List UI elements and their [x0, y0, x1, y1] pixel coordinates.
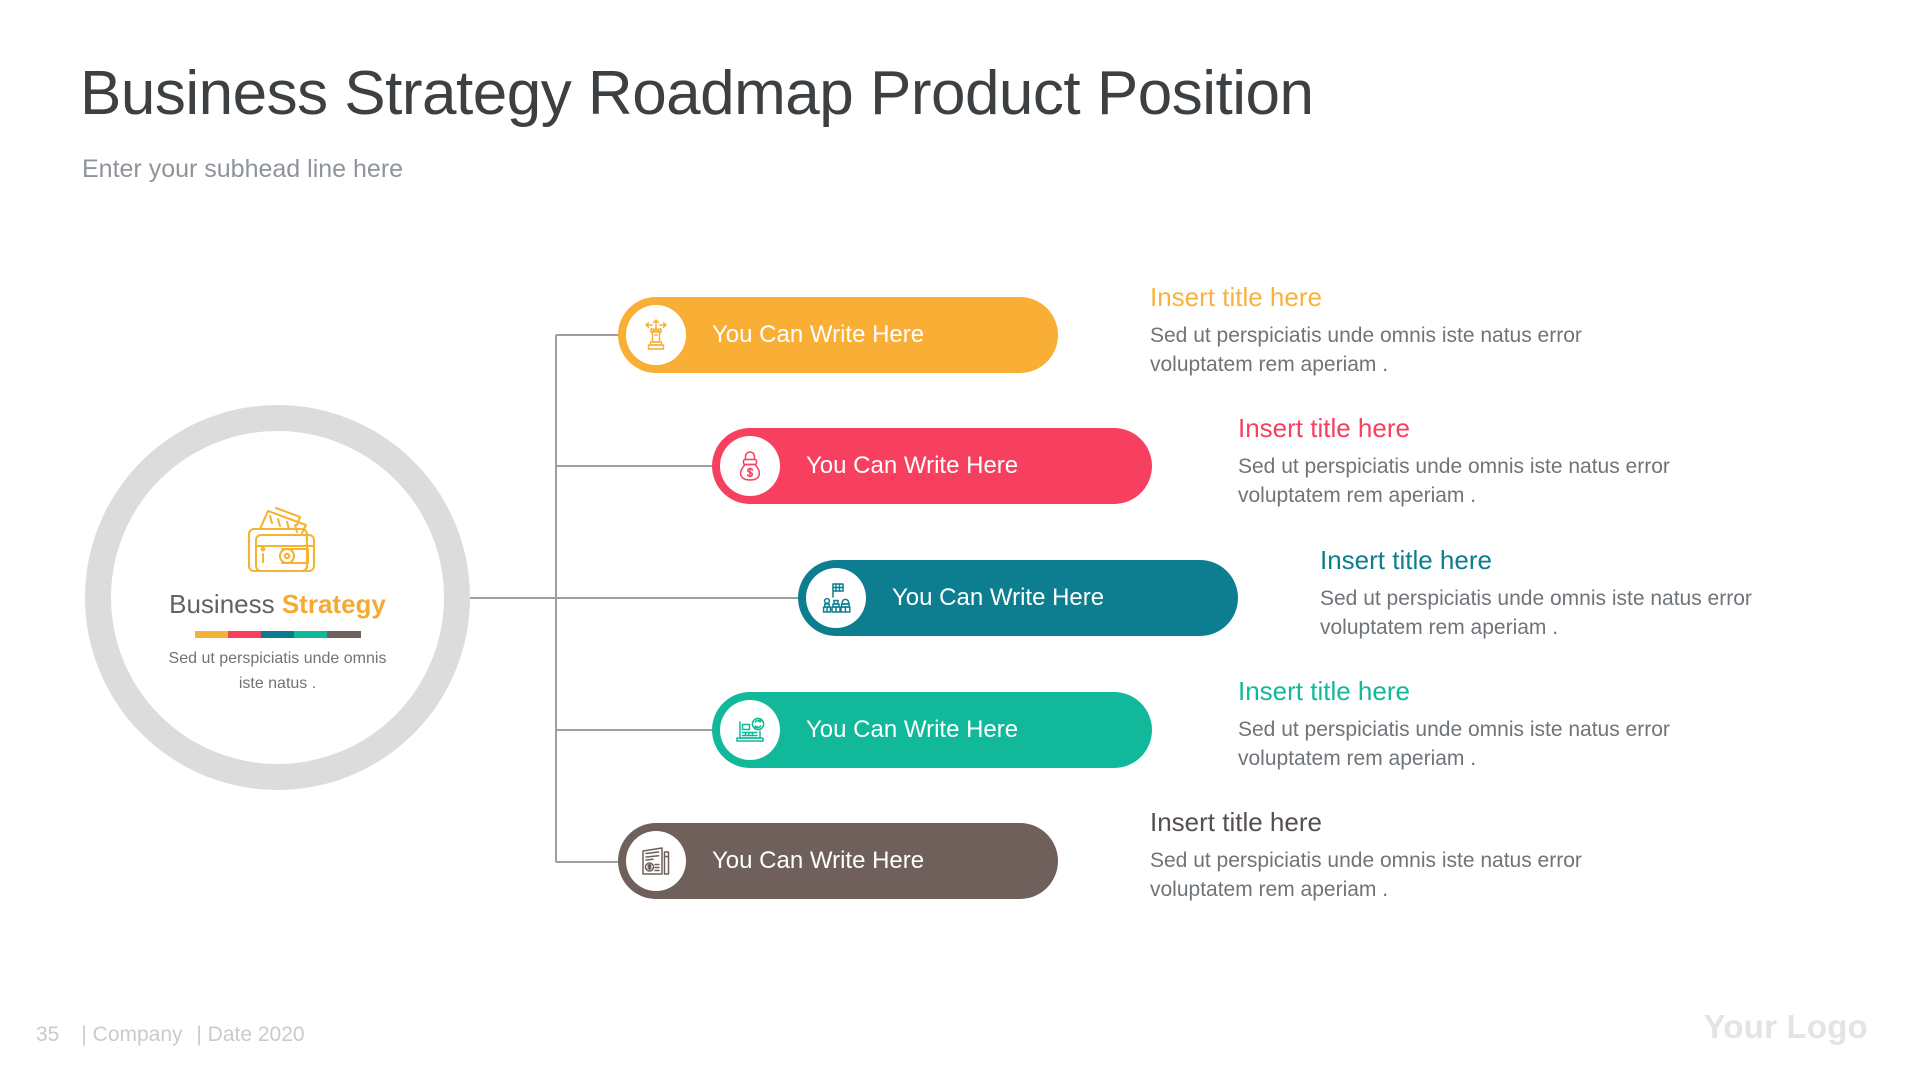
invoice-dollar-icon — [626, 831, 686, 891]
wallet-cash-icon — [232, 499, 324, 579]
pill-item-4[interactable]: You Can Write Here — [712, 692, 1152, 768]
footer-date: | Date 2020 — [196, 1023, 305, 1046]
description-body-3: Sed ut perspiciatis unde omnis iste natu… — [1320, 587, 1752, 639]
hub-description: Sed ut perspiciatis unde omnis iste natu… — [168, 649, 387, 692]
hub-circle: Business Strategy Sed ut perspiciatis un… — [85, 405, 470, 790]
hub-bar-seg-5 — [327, 630, 361, 638]
description-title-5: Insert title here — [1150, 807, 1322, 837]
footer-page-number: 35 — [36, 1023, 60, 1046]
laptop-refresh-icon — [720, 700, 780, 760]
logo-placeholder: Your Logo — [1703, 1008, 1868, 1045]
description-1: Insert title here Sed ut perspiciatis un… — [1150, 282, 1680, 380]
description-4: Insert title here Sed ut perspiciatis un… — [1238, 676, 1768, 774]
hub-bar-seg-2 — [227, 630, 261, 638]
description-2: Insert title here Sed ut perspiciatis un… — [1238, 413, 1768, 511]
hub-label-plain: Business — [169, 588, 282, 619]
description-body-2: Sed ut perspiciatis unde omnis iste natu… — [1238, 455, 1670, 507]
footer: 35 | Company | Date 2020 — [36, 1023, 305, 1047]
description-title-3: Insert title here — [1320, 545, 1492, 575]
hub-bar-seg-4 — [294, 630, 328, 638]
description-body-1: Sed ut perspiciatis unde omnis iste natu… — [1150, 324, 1582, 376]
hub-bar-seg-1 — [194, 630, 228, 638]
pill-label-5: You Can Write Here — [712, 847, 925, 874]
pill-item-3[interactable]: You Can Write Here — [798, 560, 1238, 636]
description-title-1: Insert title here — [1150, 282, 1322, 312]
pill-label-3: You Can Write Here — [892, 584, 1105, 611]
description-title-2: Insert title here — [1238, 413, 1410, 443]
description-5: Insert title here Sed ut perspiciatis un… — [1150, 807, 1680, 905]
pill-label-4: You Can Write Here — [806, 716, 1019, 743]
pill-item-2[interactable]: You Can Write Here — [712, 428, 1152, 504]
hub-label-accent: Strategy — [281, 588, 386, 619]
chess-rook-arrows-icon — [626, 305, 686, 365]
description-3: Insert title here Sed ut perspiciatis un… — [1320, 545, 1850, 643]
hub-color-bar — [194, 630, 361, 638]
pill-item-5[interactable]: You Can Write Here — [618, 823, 1058, 899]
pill-item-1[interactable]: You Can Write Here — [618, 297, 1058, 373]
hub-label: Business Strategy — [169, 589, 386, 620]
description-body-4: Sed ut perspiciatis unde omnis iste natu… — [1238, 718, 1670, 770]
description-body-5: Sed ut perspiciatis unde omnis iste natu… — [1150, 849, 1582, 901]
hub-bar-seg-3 — [260, 630, 295, 638]
money-bag-dollar-icon — [720, 436, 780, 496]
pill-label-1: You Can Write Here — [712, 321, 925, 348]
page-subhead: Enter your subhead line here — [82, 155, 404, 183]
pill-label-2: You Can Write Here — [806, 452, 1019, 479]
flag-chess-pieces-icon — [806, 568, 866, 628]
description-title-4: Insert title here — [1238, 676, 1410, 706]
page-title: Business Strategy Roadmap Product Positi… — [80, 59, 1314, 128]
footer-company: | Company — [81, 1023, 183, 1046]
